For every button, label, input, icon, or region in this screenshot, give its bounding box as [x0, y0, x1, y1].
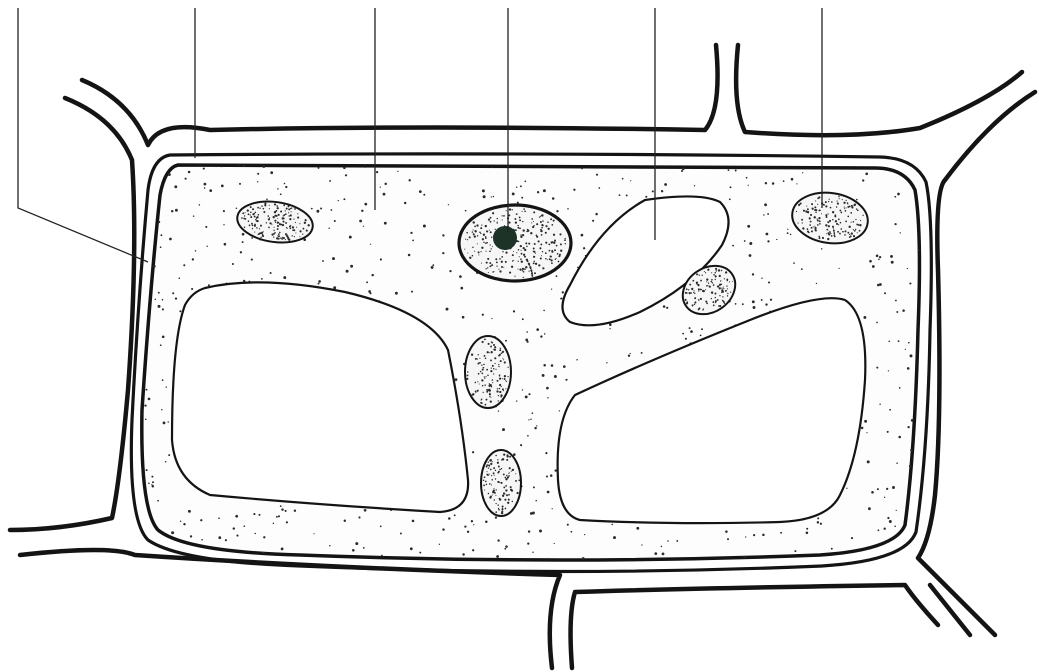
organelle-center-1: [465, 336, 511, 408]
leader-line-1: [18, 8, 148, 262]
outer-wall-top-left: [82, 45, 718, 145]
outer-wall-bottom-right: [571, 585, 938, 668]
organelle-center-2: [481, 450, 521, 516]
nucleolus: [493, 226, 517, 250]
outer-wall-bottom: [20, 550, 560, 668]
outer-wall-top-right: [736, 45, 1022, 135]
outer-wall-top-left-inner: [10, 98, 134, 530]
outer-wall-right: [918, 92, 1035, 635]
